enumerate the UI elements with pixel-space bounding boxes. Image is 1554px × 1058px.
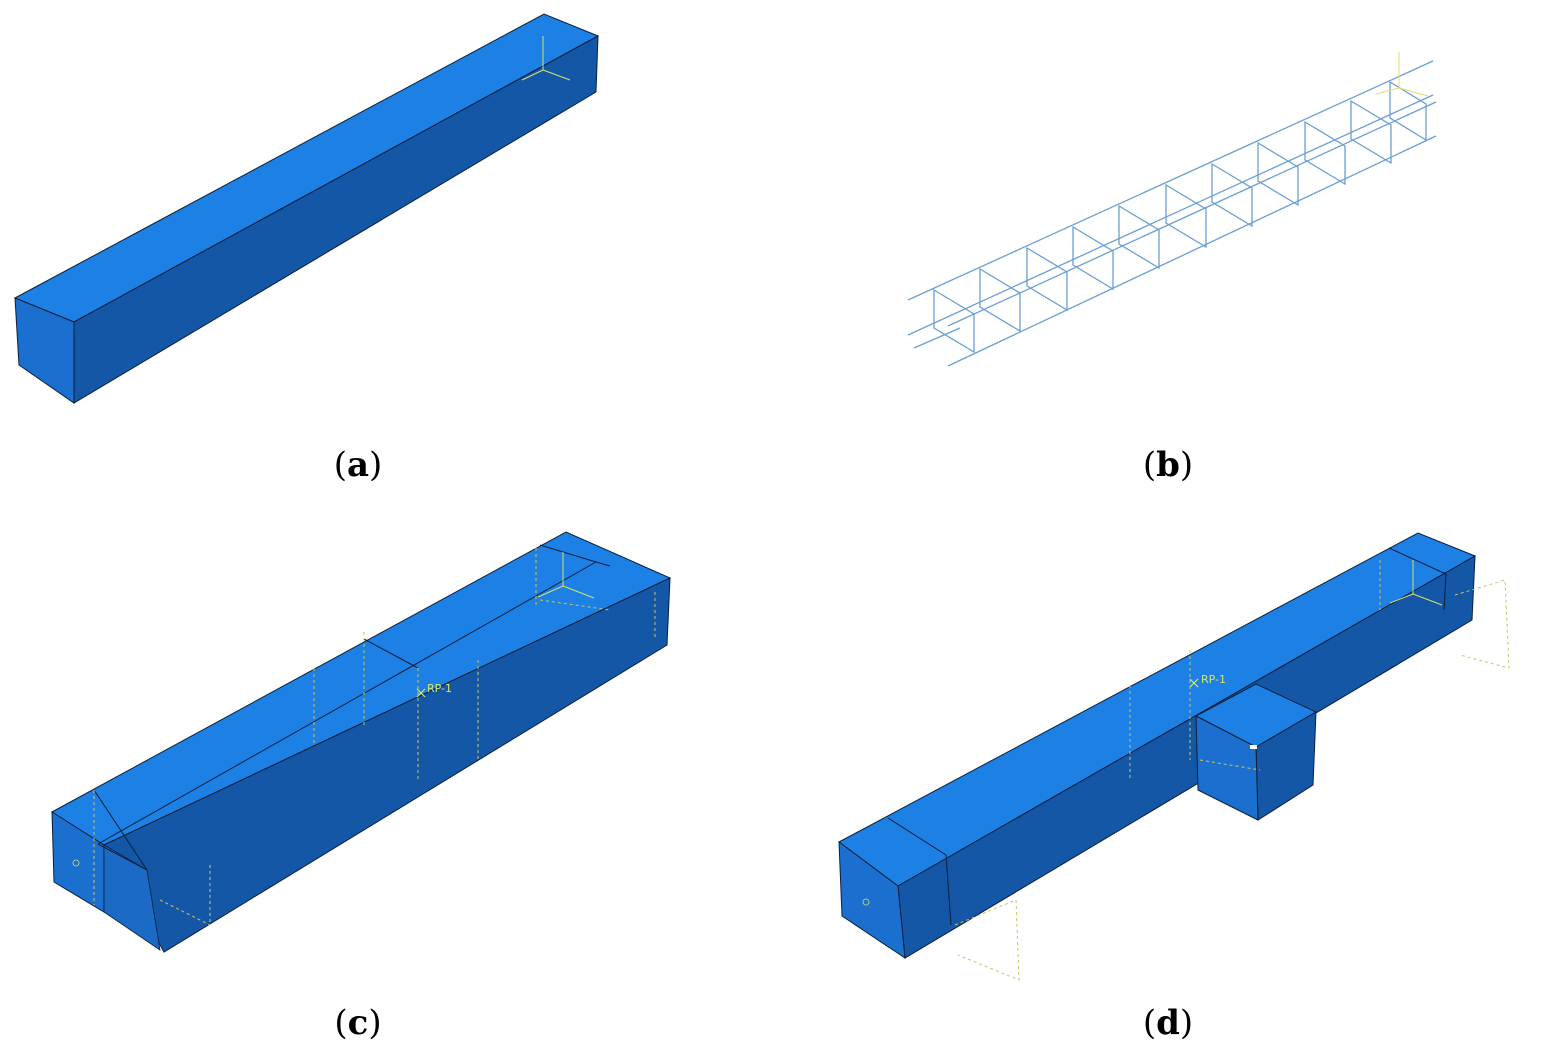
panel-b-rebar-cage — [907, 52, 1437, 367]
beam-a-side-face — [73, 35, 599, 404]
reference-point-marker-d — [1189, 678, 1199, 688]
beam-d-side-face — [897, 555, 1476, 959]
axis-triad-d — [1389, 560, 1443, 606]
panel-c-beam-assembly: RP-1 — [51, 531, 672, 953]
beam-a-end-face — [14, 297, 75, 404]
rebar-long-3 — [947, 101, 1437, 327]
caption-b: (b) — [1142, 445, 1194, 485]
beam-c-dashed-outlines — [93, 548, 656, 926]
caption-d: (d) — [1142, 1003, 1194, 1043]
caption-a-letter: a — [346, 445, 370, 485]
beam-d-dashed-outlines — [954, 560, 1510, 981]
panel-a-concrete-beam — [13, 13, 600, 404]
node-marker-d — [862, 898, 870, 906]
axis-triad-b — [1375, 52, 1429, 97]
axis-triad-a — [521, 36, 571, 81]
caption-a: (a) — [333, 445, 383, 485]
beam-c-inner-end-face — [103, 844, 161, 951]
panel-d-beam-with-stub: RP-1 — [838, 532, 1510, 981]
rebar-stirrups — [933, 80, 1427, 354]
rebar-long-4 — [947, 135, 1437, 367]
axis-triad-c — [537, 552, 595, 599]
stub-end-face — [1195, 715, 1259, 821]
reference-point-d: RP-1 — [1189, 673, 1226, 688]
reference-point-label-c: RP-1 — [427, 682, 452, 695]
beam-d-end-face — [838, 840, 906, 960]
beam-c-edge-lines — [93, 544, 611, 871]
caption-d-letter: d — [1156, 1003, 1180, 1043]
rebar-long-5 — [913, 327, 961, 349]
reference-point-marker-c — [416, 688, 426, 698]
beam-d-edge-lines — [887, 547, 1447, 926]
stub-highlight-mark — [1250, 745, 1257, 749]
reference-point-c: RP-1 — [416, 682, 452, 698]
reference-point-label-d: RP-1 — [1201, 673, 1226, 686]
node-marker-c — [72, 859, 80, 867]
rebar-long-2 — [907, 94, 1434, 336]
caption-b-letter: b — [1156, 445, 1180, 485]
caption-c-letter: c — [347, 1003, 369, 1043]
caption-c: (c) — [334, 1003, 382, 1043]
rebar-long-1 — [907, 60, 1434, 301]
beam-a-top-face — [13, 13, 600, 323]
